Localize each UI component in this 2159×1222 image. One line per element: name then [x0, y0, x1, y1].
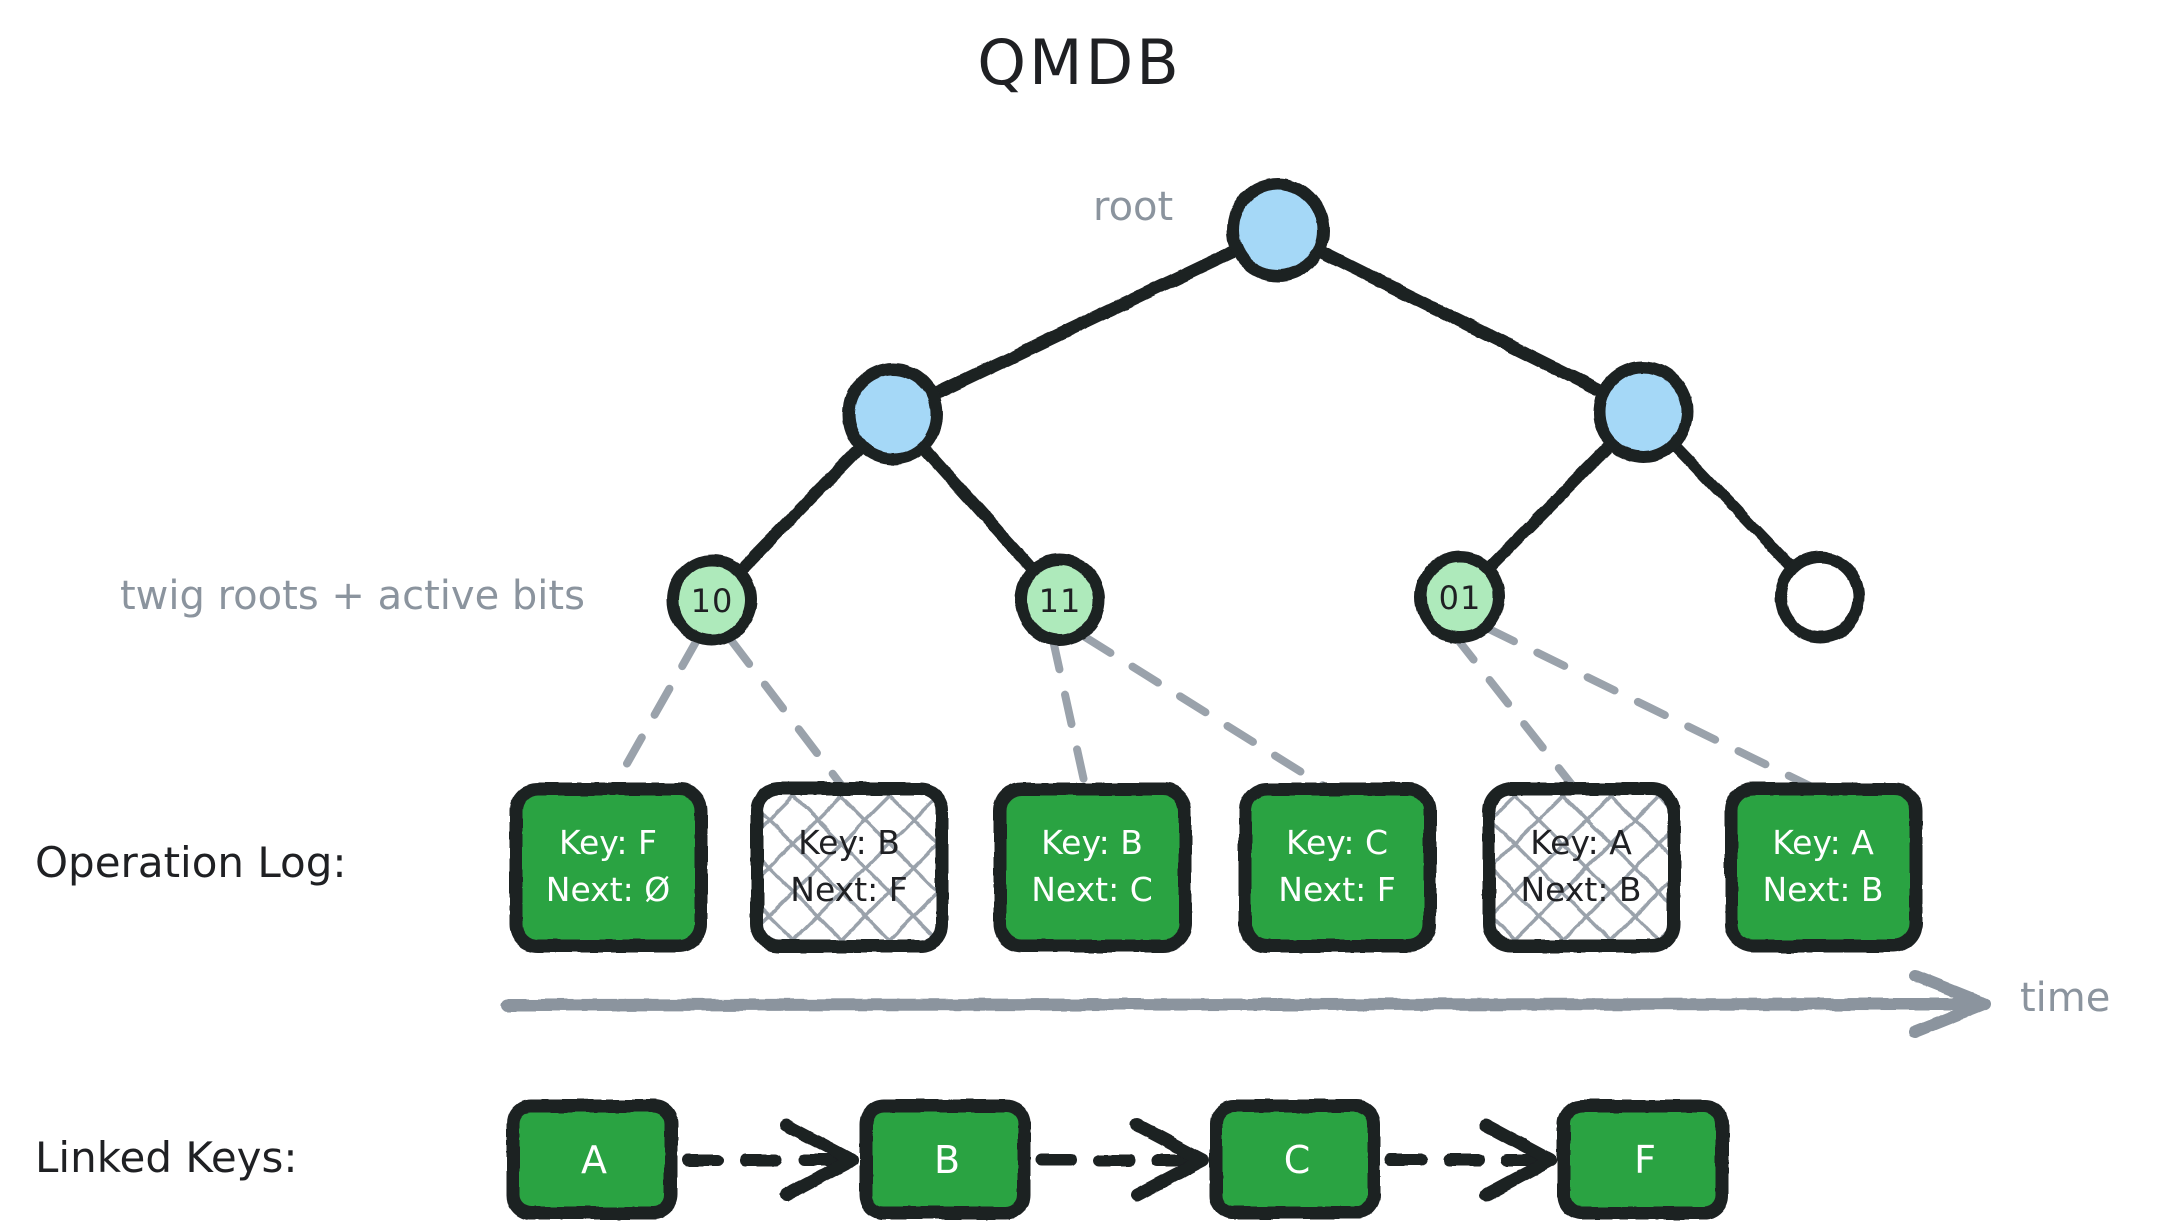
tree-node-internal-right — [1593, 361, 1693, 463]
linked-key-label-F: F — [1634, 1138, 1656, 1182]
op-log-box-2 — [750, 782, 949, 953]
tree-node-root — [1227, 178, 1329, 282]
linked-key-box-B — [859, 1099, 1031, 1220]
tree-node-internal-left — [843, 363, 943, 465]
twig-node-10 — [667, 554, 757, 646]
twig-roots-label: twig roots + active bits — [120, 573, 585, 619]
operation-log-boxes — [509, 782, 1923, 953]
operation-log-label: Operation Log: — [35, 838, 347, 887]
linked-keys-label: Linked Keys: — [35, 1133, 298, 1182]
linked-key-label-A: A — [581, 1138, 607, 1182]
twig-node-01-label: 01 — [1438, 579, 1482, 617]
op-log-box-4 — [1238, 782, 1437, 953]
twig-node-11-label: 11 — [1038, 582, 1082, 620]
linked-key-arrows — [682, 1118, 1558, 1202]
tree-nodes — [667, 178, 1865, 646]
time-axis-arrow — [502, 970, 1991, 1038]
op-log-box-6 — [1724, 782, 1923, 953]
linked-key-label-C: C — [1283, 1138, 1311, 1182]
linked-key-box-F — [1557, 1099, 1729, 1220]
twig-node-10-label: 10 — [690, 582, 734, 620]
time-axis-label: time — [2020, 975, 2111, 1021]
twig-node-empty — [1775, 551, 1865, 643]
linked-key-boxes — [506, 1099, 1729, 1220]
linked-key-label-B: B — [933, 1138, 961, 1182]
twig-node-01 — [1415, 551, 1505, 643]
linked-key-box-C — [1209, 1099, 1381, 1220]
op-log-box-3 — [993, 782, 1192, 953]
root-label: root — [1093, 184, 1174, 230]
page-title: QMDB — [977, 26, 1182, 99]
linked-key-box-A — [506, 1099, 678, 1220]
twig-node-11 — [1015, 554, 1105, 646]
op-log-box-5 — [1482, 782, 1681, 953]
twig-to-log-links — [608, 624, 1822, 794]
op-log-box-1 — [509, 782, 708, 953]
